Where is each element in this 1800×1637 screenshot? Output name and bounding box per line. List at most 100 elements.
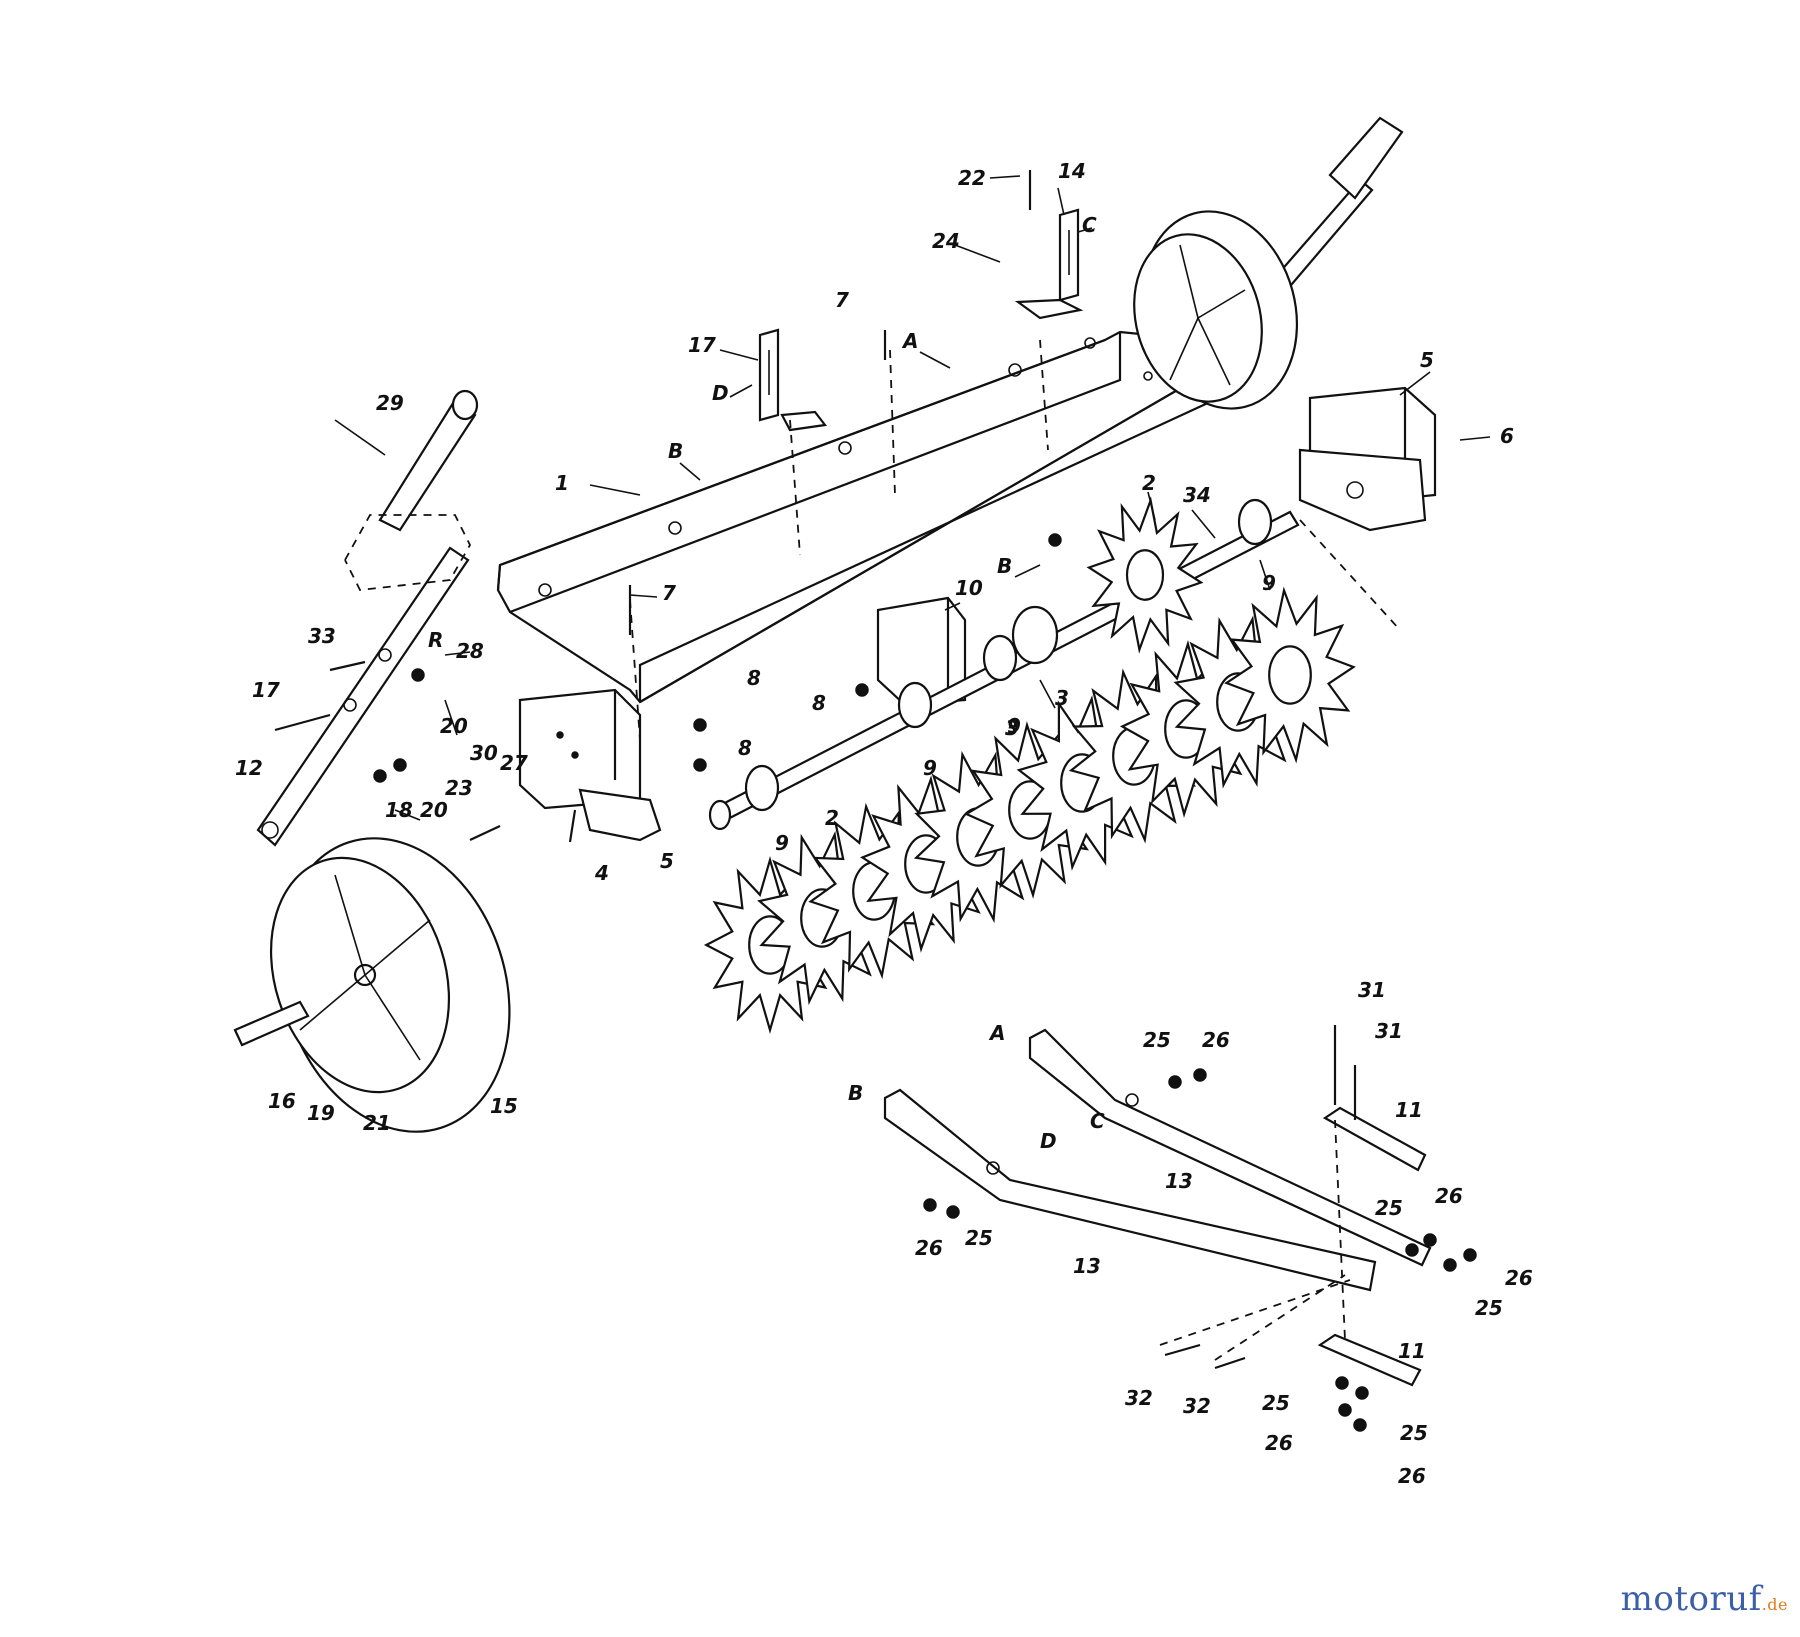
callout-26-b: 26 xyxy=(915,1236,943,1260)
leader-lines xyxy=(334,175,1491,821)
callout-25-b: 25 xyxy=(965,1226,993,1250)
watermark-logo: motoruf.de xyxy=(1621,1579,1788,1619)
leader-21 xyxy=(444,699,458,736)
watermark-suffix: .de xyxy=(1761,1595,1788,1614)
callout-7-top: 7 xyxy=(835,288,849,312)
nut-6 xyxy=(1423,1233,1437,1247)
callout-8-a: 8 xyxy=(747,666,761,690)
callout-13-b: 13 xyxy=(1073,1254,1101,1278)
watermark-text: motoruf xyxy=(1620,1579,1762,1619)
callout-25-e: 25 xyxy=(1262,1391,1290,1415)
tine-star-11-hub xyxy=(1268,645,1312,705)
end-bracket-left xyxy=(518,688,662,842)
callout-17-handle: 17 xyxy=(252,678,280,702)
leader-10 xyxy=(1147,491,1156,521)
bracket-17 xyxy=(758,328,828,432)
callout-labels: 1 2 2 3 3 4 5 5 6 7 7 8 8 8 9 9 9 9 10 1… xyxy=(235,159,1533,1488)
bolt-8 xyxy=(469,825,501,841)
nut-12 xyxy=(1353,1418,1367,1432)
callout-2-shaft: 2 xyxy=(825,806,839,830)
nut-8 xyxy=(1463,1248,1477,1262)
letter-C-bar: C xyxy=(1090,1109,1105,1133)
leader-19 xyxy=(334,419,386,456)
callout-25-f: 25 xyxy=(1400,1421,1428,1445)
leader-17 xyxy=(1039,679,1056,709)
callout-20-a: 20 xyxy=(440,714,468,738)
callout-14: 14 xyxy=(1058,159,1086,183)
leader-1 xyxy=(989,175,1021,179)
callout-26-f: 26 xyxy=(1398,1464,1426,1488)
callout-1: 1 xyxy=(555,471,569,495)
callout-26-e: 26 xyxy=(1265,1431,1293,1455)
callout-17-bracket: 17 xyxy=(688,333,716,357)
bolt-7 xyxy=(1214,1356,1246,1370)
callout-8-c: 8 xyxy=(738,736,752,760)
hardware-bits xyxy=(274,170,1477,1432)
leader-3 xyxy=(719,349,759,361)
callout-20-b: 20 xyxy=(420,798,448,822)
leader-8 xyxy=(1459,436,1491,441)
bolt-6 xyxy=(1164,1343,1201,1357)
nut-1 xyxy=(1168,1075,1182,1089)
callout-7-mid: 7 xyxy=(662,581,676,605)
bolt-9 xyxy=(274,713,331,732)
leader-4 xyxy=(729,384,753,398)
leader-15 xyxy=(679,462,701,481)
link-plate-11a xyxy=(1322,1106,1427,1172)
leader-20 xyxy=(444,651,471,656)
nut-11 xyxy=(1338,1403,1352,1417)
leader-16 xyxy=(1014,564,1041,578)
nut-14 xyxy=(693,758,707,772)
leader-6 xyxy=(1077,227,1093,233)
leader-12 xyxy=(1259,559,1271,591)
nut-4 xyxy=(923,1198,937,1212)
callout-31-a: 31 xyxy=(1358,978,1386,1002)
letter-A-bar: A xyxy=(988,1021,1005,1045)
leader-9 xyxy=(589,484,641,496)
callout-34: 34 xyxy=(1183,483,1211,507)
callout-2: 2 xyxy=(1142,471,1156,495)
wheel-left xyxy=(233,837,511,1133)
nut-18 xyxy=(373,769,387,783)
leader-2 xyxy=(954,244,1001,263)
callout-28: 28 xyxy=(456,639,484,663)
callout-12: 12 xyxy=(235,756,263,780)
callout-25-d: 25 xyxy=(1475,1296,1503,1320)
letter-B-bar: B xyxy=(848,1081,863,1105)
callout-33: 33 xyxy=(308,624,336,648)
callout-9-a: 9 xyxy=(1262,571,1276,595)
callout-26-a: 26 xyxy=(1202,1028,1230,1052)
callout-32-b: 32 xyxy=(1183,1394,1211,1418)
main-frame xyxy=(496,330,1253,704)
callout-3-b: 3 xyxy=(1005,716,1019,740)
tine-star-single-hub xyxy=(1125,549,1165,601)
nut-10 xyxy=(1355,1386,1369,1400)
callout-30: 30 xyxy=(470,741,498,765)
nut-15 xyxy=(855,683,869,697)
callout-32-a: 32 xyxy=(1125,1386,1153,1410)
callout-22: 22 xyxy=(958,166,986,190)
callout-26-d: 26 xyxy=(1505,1266,1533,1290)
bearing-bracket xyxy=(876,596,967,707)
tine-stars xyxy=(703,496,1356,1034)
letter-B-frame: B xyxy=(668,439,683,463)
callout-8-b: 8 xyxy=(812,691,826,715)
bracket-14 xyxy=(1014,208,1084,320)
callout-24: 24 xyxy=(932,229,960,253)
callout-3: 3 xyxy=(1055,686,1069,710)
nut-9 xyxy=(1335,1376,1349,1390)
callout-29: 29 xyxy=(376,391,404,415)
leader-5 xyxy=(1057,187,1065,216)
handle-bar-12 xyxy=(256,514,472,847)
callout-16: 16 xyxy=(268,1089,296,1113)
callout-27: 27 xyxy=(500,751,528,775)
callout-10: 10 xyxy=(955,576,983,600)
callout-25-a: 25 xyxy=(1143,1028,1171,1052)
bolt-11 xyxy=(568,809,577,843)
bolt-10 xyxy=(329,660,366,672)
callout-9-d: 9 xyxy=(775,831,789,855)
callout-25-c: 25 xyxy=(1375,1196,1403,1220)
callout-13-a: 13 xyxy=(1165,1169,1193,1193)
leader-13 xyxy=(944,602,961,611)
